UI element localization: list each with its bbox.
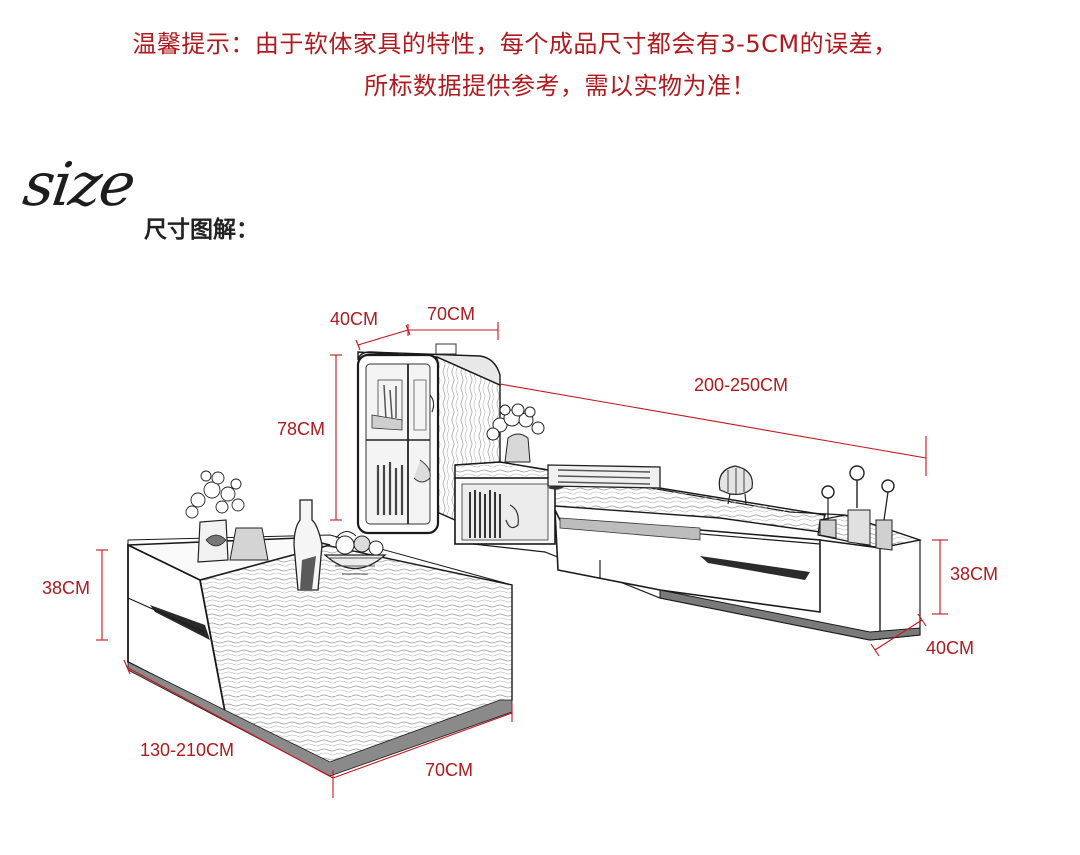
label-cabinet-height: 78CM [277,419,326,439]
notice-line-1: 温馨提示：由于软体家具的特性，每个成品尺寸都会有3-5CM的误差， [132,30,898,58]
tv-stand [454,403,923,641]
label-tv-stand-height: 38CM [950,564,999,584]
label-tv-stand-depth: 40CM [926,638,975,658]
notice-line-2: 所标数据提供参考，需以实物为准！ [364,72,756,100]
label-coffee-table-height: 38CM [42,578,91,598]
label-cabinet-width: 70CM [427,304,476,324]
coffee-table [127,470,513,777]
label-cabinet-depth: 40CM [330,309,379,329]
size-title-cn: 尺寸图解： [144,217,259,243]
label-coffee-table-length: 130-210CM [140,740,235,760]
dimension-lines [96,322,948,798]
label-coffee-table-width: 70CM [425,760,474,780]
label-tv-stand-length: 200-250CM [694,375,789,395]
